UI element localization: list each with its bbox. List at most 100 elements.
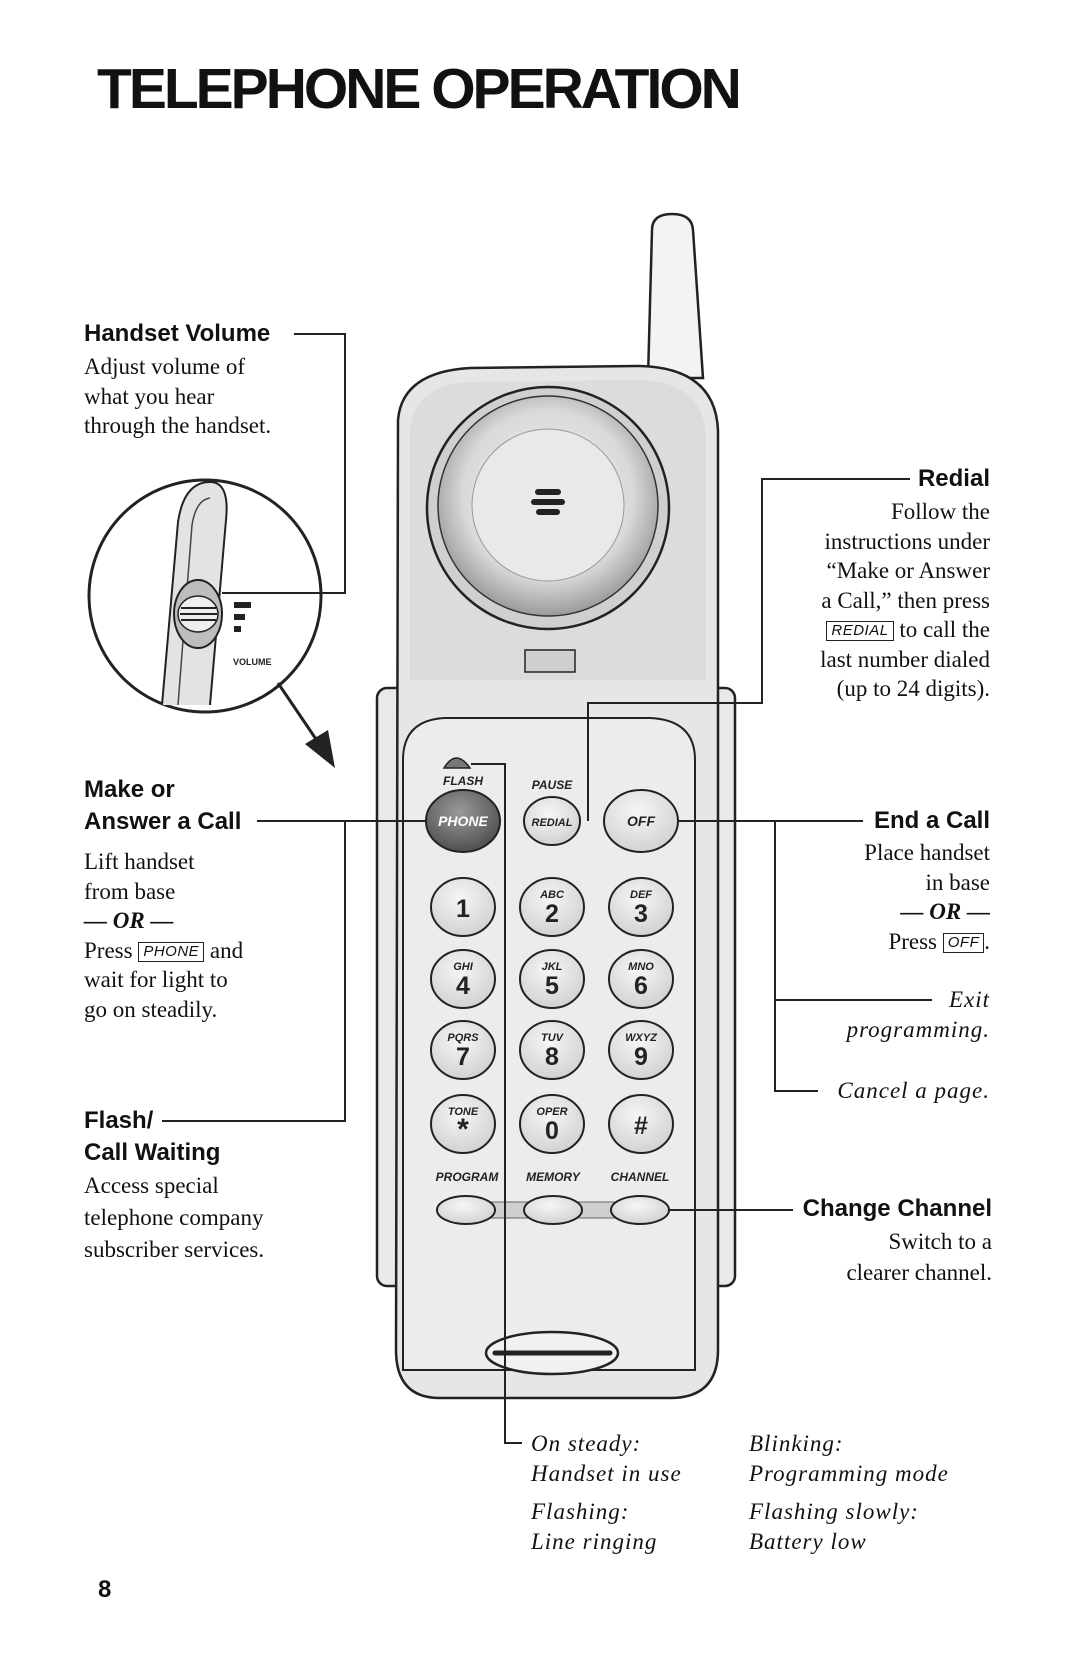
exit-programming-note: Exit programming. bbox=[847, 985, 990, 1044]
change-channel-description: Switch to a clearer channel. bbox=[846, 1226, 992, 1288]
volume-label: VOLUME bbox=[233, 657, 272, 667]
keypad-key-digit: 9 bbox=[634, 1043, 648, 1071]
text-line: Exit bbox=[948, 987, 990, 1012]
memory-label: MEMORY bbox=[526, 1170, 581, 1184]
text-line: Place handset bbox=[864, 840, 990, 865]
keypad-key-shape bbox=[430, 1020, 496, 1080]
or-separator: — OR — bbox=[900, 899, 990, 924]
legend-state: On steady: bbox=[531, 1431, 642, 1456]
legend-meaning: Line ringing bbox=[531, 1528, 658, 1554]
press-text: Press bbox=[888, 928, 937, 954]
legend-on-steady: On steady: Handset in use bbox=[531, 1429, 682, 1488]
channel-button bbox=[610, 1195, 670, 1225]
off-button-label: OFF bbox=[627, 813, 655, 829]
legend-meaning: Programming mode bbox=[749, 1460, 949, 1486]
handset-volume-description: Adjust volume of what you hear through t… bbox=[84, 352, 271, 441]
text-line: Switch to a bbox=[888, 1229, 993, 1254]
redial-description: Follow the instructions under “Make or A… bbox=[820, 497, 990, 704]
keypad-key-letters: WXYZ bbox=[625, 1032, 658, 1044]
keypad-key-letters: GHI bbox=[453, 961, 474, 973]
end-call-description: Place handset in base — OR — Press OFF. bbox=[864, 838, 990, 956]
text-line: Follow the bbox=[890, 499, 990, 524]
program-button bbox=[436, 1195, 496, 1225]
memory-button bbox=[523, 1195, 583, 1225]
or-separator: — OR — bbox=[84, 908, 174, 933]
make-answer-heading: Make or Answer a Call bbox=[84, 774, 241, 838]
pause-label: PAUSE bbox=[532, 778, 573, 792]
keypad-key-shape bbox=[430, 949, 496, 1009]
keypad-key-digit: 8 bbox=[545, 1043, 559, 1071]
keypad-key-shape bbox=[519, 1020, 585, 1080]
keypad-key-digit: 3 bbox=[634, 900, 648, 928]
keypad-key-digit: 6 bbox=[634, 972, 648, 1000]
keypad-key[interactable]: # bbox=[608, 1094, 674, 1154]
phone-button-label: PHONE bbox=[438, 813, 488, 829]
end-call-heading: End a Call bbox=[873, 807, 990, 834]
text-line: wait for light to bbox=[84, 967, 228, 992]
keypad-key-letters: PQRS bbox=[447, 1032, 479, 1044]
keypad-key-shape bbox=[608, 949, 674, 1009]
text-line: last number dialed bbox=[820, 646, 990, 672]
redial-key-glyph: REDIAL bbox=[826, 621, 894, 641]
text-line: “Make or Answer bbox=[826, 558, 990, 583]
cancel-page-note: Cancel a page. bbox=[837, 1078, 990, 1103]
keypad-key-shape bbox=[430, 877, 496, 937]
heading-line: Flash/ bbox=[84, 1107, 154, 1134]
keypad-key-letters: OPER bbox=[536, 1106, 567, 1118]
keypad-key-digit: # bbox=[634, 1112, 648, 1140]
keypad-key[interactable]: 1 bbox=[430, 877, 496, 937]
press-text: Press bbox=[84, 937, 133, 963]
redial-button bbox=[523, 796, 581, 846]
page-number: 8 bbox=[98, 1576, 112, 1603]
make-answer-description: Lift handset from base — OR — Press PHON… bbox=[84, 847, 243, 1024]
keypad-key-digit: * bbox=[457, 1113, 469, 1146]
text-line: Adjust volume of bbox=[84, 354, 245, 379]
legend-flashing: Flashing: Line ringing bbox=[531, 1497, 657, 1556]
keypad-key-digit: 2 bbox=[545, 900, 559, 928]
legend-state: Flashing slowly: bbox=[749, 1499, 919, 1524]
text-line: go on steadily. bbox=[84, 996, 218, 1022]
text-line: programming. bbox=[846, 1016, 990, 1042]
text-line: REDIAL to call the bbox=[820, 615, 990, 645]
text-line: Lift handset bbox=[84, 849, 195, 874]
keypad-key-digit: 4 bbox=[456, 972, 470, 1000]
heading-line: Call Waiting bbox=[84, 1139, 221, 1166]
text-line: instructions under bbox=[824, 528, 990, 554]
keypad-key-shape bbox=[519, 1094, 585, 1154]
text-line: Press PHONE and bbox=[84, 936, 243, 966]
channel-label: CHANNEL bbox=[611, 1170, 670, 1184]
keypad-key-letters: ABC bbox=[539, 889, 565, 901]
flash-heading: Flash/ Call Waiting bbox=[84, 1105, 220, 1169]
page-title: TELEPHONE OPERATION bbox=[97, 57, 742, 121]
redial-button-label: REDIAL bbox=[532, 817, 573, 829]
text-line: (up to 24 digits). bbox=[836, 676, 990, 701]
keypad-key-shape bbox=[608, 1020, 674, 1080]
heading-line: Make or bbox=[84, 776, 175, 803]
keypad-key[interactable]: TONE* bbox=[430, 1094, 496, 1154]
keypad-key-digit: 5 bbox=[545, 972, 559, 1000]
text-line: a Call,” then press bbox=[821, 587, 990, 613]
legend-state: Flashing: bbox=[531, 1499, 630, 1524]
text-line: from base bbox=[84, 878, 176, 904]
redial-heading: Redial bbox=[917, 465, 990, 492]
text-line: telephone company bbox=[84, 1205, 264, 1230]
heading-line: Answer a Call bbox=[84, 808, 242, 835]
text-line: what you hear bbox=[84, 383, 215, 409]
legend-meaning: Battery low bbox=[749, 1528, 867, 1554]
status-light bbox=[442, 757, 472, 769]
keypad-key-shape bbox=[519, 949, 585, 1009]
keypad-key-shape bbox=[430, 1094, 496, 1154]
text-line: Press OFF. bbox=[864, 927, 990, 957]
flash-label: FLASH bbox=[443, 774, 483, 788]
keypad-key-digit: 1 bbox=[456, 895, 470, 923]
